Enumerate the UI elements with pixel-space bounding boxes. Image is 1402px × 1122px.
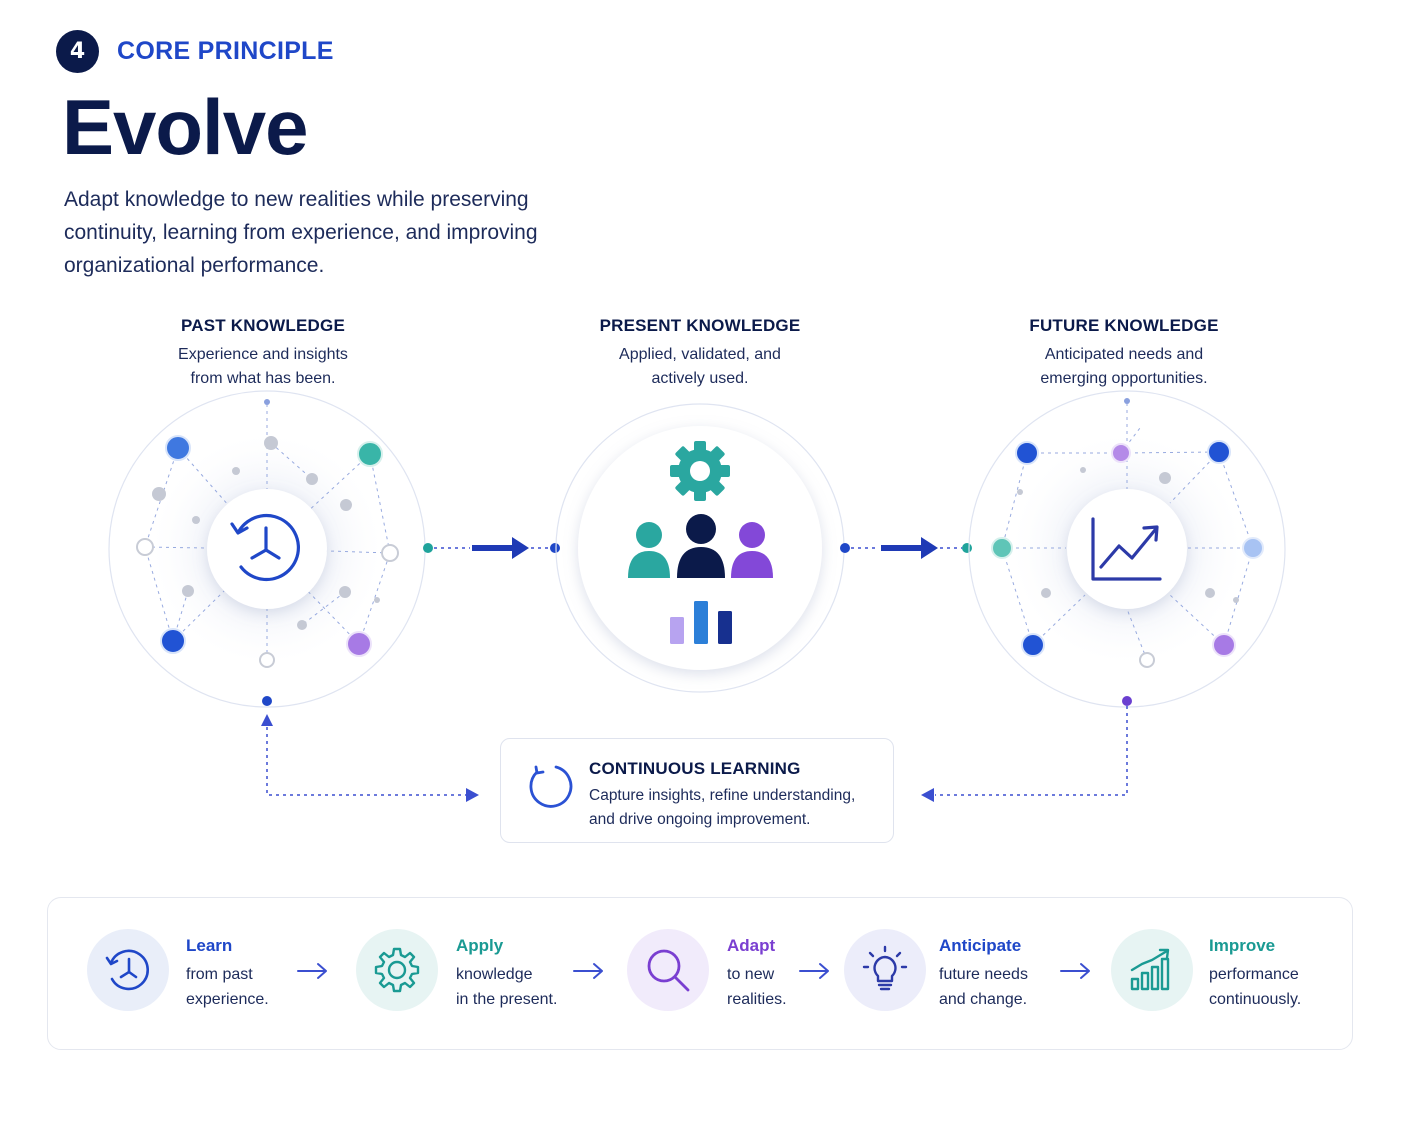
stage-desc-line: from what has been. [190, 370, 336, 387]
process-steps-panel: Learn from past experience. Apply knowle… [47, 897, 1353, 1050]
step-desc-line: knowledge [456, 966, 533, 983]
stage-title: PRESENT KNOWLEDGE [599, 316, 801, 335]
continuous-learning-title: CONTINUOUS LEARNING [589, 759, 801, 778]
step-description: from past experience. [186, 962, 296, 1012]
loop-connector-past [261, 696, 479, 802]
step-description: future needs and change. [939, 962, 1059, 1012]
step-title: Apply [456, 936, 504, 955]
stage-title: FUTURE KNOWLEDGE [1029, 316, 1219, 335]
magnifier-icon [647, 949, 690, 992]
page-title: Evolve [62, 83, 308, 171]
stage-desc-line: Applied, validated, and [619, 346, 781, 363]
principle-number-badge: 4 [56, 30, 99, 73]
stage-present-heading: PRESENT KNOWLEDGE Applied, validated, an… [550, 316, 850, 391]
refresh-cycle-icon [529, 765, 573, 808]
step-learn-text: Learn from past experience. [186, 936, 296, 1012]
step-desc-line: in the present. [456, 991, 558, 1008]
step-title: Learn [186, 936, 233, 955]
eyebrow-label: CORE PRINCIPLE [117, 37, 334, 65]
bar-chart-icon [670, 601, 732, 644]
step-improve-text: Improve performance continuously. [1209, 936, 1329, 1012]
arrow-right-icon [297, 963, 327, 979]
people-icon [628, 514, 773, 578]
step-anticipate-icon-circle [844, 929, 926, 1011]
gear-icon [374, 947, 420, 993]
continuous-learning-card: CONTINUOUS LEARNING Capture insights, re… [500, 738, 894, 843]
stage-desc-line: actively used. [651, 370, 749, 387]
future-knowledge-node [968, 390, 1286, 708]
arrow-right-icon [799, 963, 829, 979]
arrow-right-icon [573, 963, 603, 979]
connector-present-to-future [840, 537, 972, 559]
stage-description: Anticipated needs and emerging opportuni… [974, 343, 1274, 391]
stage-title: PAST KNOWLEDGE [181, 316, 345, 335]
step-adapt-icon-circle [627, 929, 709, 1011]
step-description: performance continuously. [1209, 962, 1329, 1012]
step-learn-icon-circle [87, 929, 169, 1011]
lightbulb-icon [862, 945, 908, 991]
step-description: knowledge in the present. [456, 962, 576, 1012]
stage-past-heading: PAST KNOWLEDGE Experience and insights f… [113, 316, 413, 391]
step-desc-line: experience. [186, 991, 269, 1008]
step-title: Improve [1209, 936, 1276, 955]
stage-desc-line: Experience and insights [178, 346, 348, 363]
loop-desc-line: Capture insights, refine understanding, [589, 787, 856, 804]
step-desc-line: continuously. [1209, 991, 1302, 1008]
step-desc-line: realities. [727, 991, 787, 1008]
stage-desc-line: emerging opportunities. [1040, 370, 1208, 387]
step-desc-line: future needs [939, 966, 1028, 983]
gear-icon [670, 441, 730, 501]
present-knowledge-node [555, 403, 845, 693]
stage-description: Experience and insights from what has be… [113, 343, 413, 391]
page-subtitle: Adapt knowledge to new realities while p… [64, 188, 538, 277]
stage-future-heading: FUTURE KNOWLEDGE Anticipated needs and e… [974, 316, 1274, 391]
step-title: Adapt [727, 936, 776, 955]
step-improve-icon-circle [1111, 929, 1193, 1011]
step-title: Anticipate [939, 936, 1022, 955]
loop-desc-line: and drive ongoing improvement. [589, 811, 811, 828]
stage-description: Applied, validated, and actively used. [550, 343, 850, 391]
past-knowledge-node [108, 390, 426, 708]
step-anticipate-text: Anticipate future needs and change. [939, 936, 1059, 1012]
loop-connector-future [921, 696, 1132, 802]
step-desc-line: to new [727, 966, 775, 983]
connector-past-to-present [423, 537, 560, 559]
step-adapt-text: Adapt to new realities. [727, 936, 827, 1012]
step-description: to new realities. [727, 962, 827, 1012]
trend-up-chart-icon [1091, 517, 1162, 581]
step-desc-line: performance [1209, 966, 1299, 983]
step-apply-text: Apply knowledge in the present. [456, 936, 576, 1012]
knowledge-flow-diagram [108, 390, 1286, 802]
arrow-right-icon [1060, 963, 1090, 979]
step-apply-icon-circle [356, 929, 438, 1011]
bar-growth-icon [1130, 948, 1170, 991]
continuous-learning-description: Capture insights, refine understanding, … [589, 784, 889, 832]
step-desc-line: from past [186, 966, 253, 983]
history-clock-icon [230, 513, 300, 582]
stage-desc-line: Anticipated needs and [1044, 346, 1204, 363]
step-desc-line: and change. [939, 991, 1028, 1008]
history-clock-icon [105, 949, 149, 991]
